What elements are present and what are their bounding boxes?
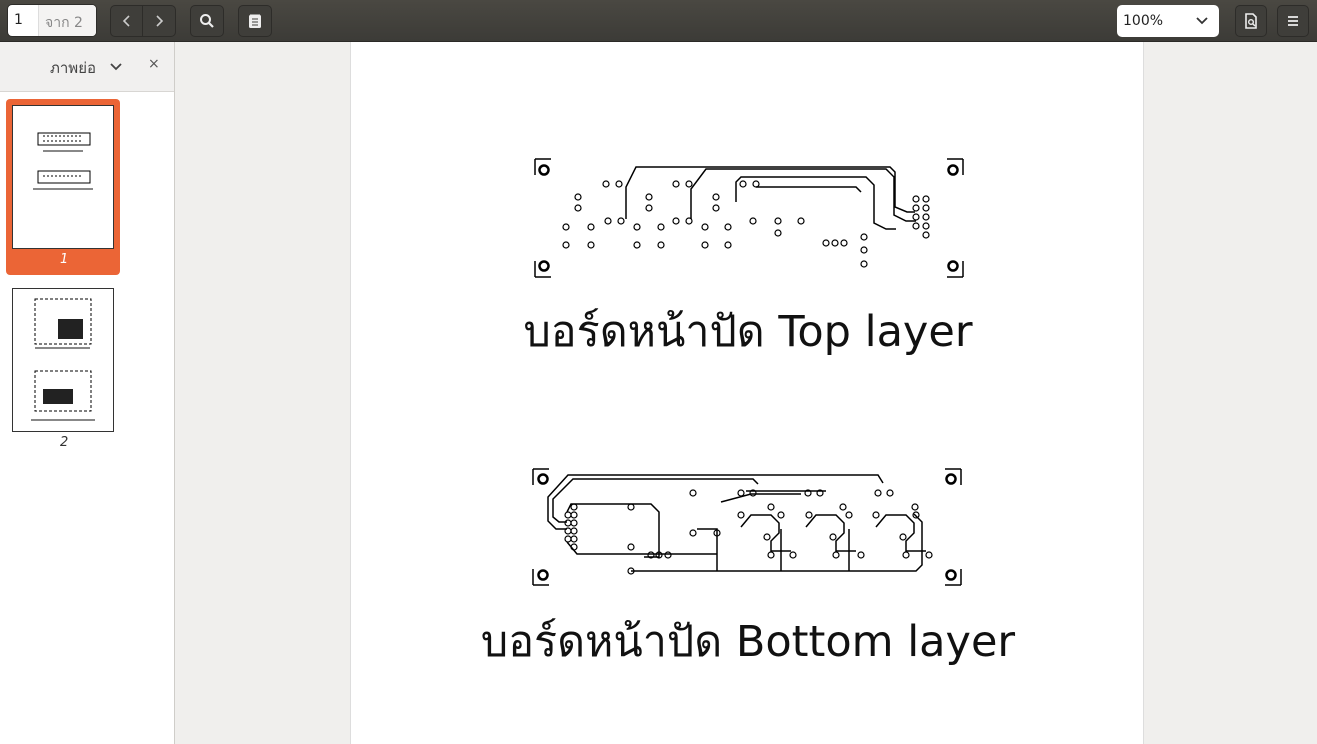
- sidebar-mode-select[interactable]: ภาพย่อ: [50, 59, 96, 77]
- chevron-right-icon: [156, 15, 164, 27]
- document-search-icon: [1245, 13, 1257, 29]
- bottom-layer-title: บอร์ดหน้าปัด Bottom layer: [480, 617, 1016, 667]
- thumbnail-label: 2: [60, 435, 69, 450]
- current-page-input[interactable]: 1: [8, 5, 39, 36]
- notepad-icon: [249, 14, 261, 28]
- menu-button[interactable]: [1277, 5, 1309, 37]
- previous-page-button[interactable]: [110, 5, 143, 37]
- thumbnail-page-1[interactable]: [12, 105, 114, 249]
- viewer-background: [1145, 42, 1317, 744]
- thumbnail-page-2[interactable]: [12, 288, 114, 432]
- sidebar: ภาพย่อ × 1 2: [0, 42, 175, 744]
- pcb-bottom-layer-drawing: [532, 468, 962, 586]
- thumbnail-preview: [33, 132, 93, 190]
- thumbnail-preview: [31, 298, 95, 421]
- next-page-button[interactable]: [142, 5, 176, 37]
- page-count-label: จาก 2: [39, 5, 96, 36]
- top-layer-title: บอร์ดหน้าปัด Top layer: [523, 307, 973, 357]
- thumbnail-label: 1: [60, 252, 69, 267]
- chevron-left-icon: [122, 15, 130, 27]
- document-page: บอร์ดหน้าปัด Top layer บอร์ดหน้าปัด Bott…: [350, 42, 1144, 744]
- close-sidebar-button[interactable]: ×: [148, 56, 160, 72]
- annotations-button[interactable]: [238, 5, 272, 37]
- sidebar-header: ภาพย่อ ×: [0, 42, 174, 92]
- document-properties-button[interactable]: [1235, 5, 1267, 37]
- page-number-entry[interactable]: 1 จาก 2: [7, 4, 97, 37]
- search-icon: [200, 14, 214, 28]
- pcb-top-layer-drawing: [534, 158, 964, 278]
- hamburger-icon: [1288, 16, 1298, 26]
- chevron-down-icon: [1196, 17, 1208, 25]
- header-bar: 1 จาก 2 100%: [0, 0, 1317, 42]
- zoom-select[interactable]: 100%: [1117, 5, 1219, 37]
- zoom-value: 100%: [1123, 13, 1164, 29]
- search-button[interactable]: [190, 5, 224, 37]
- chevron-down-icon[interactable]: [109, 60, 123, 74]
